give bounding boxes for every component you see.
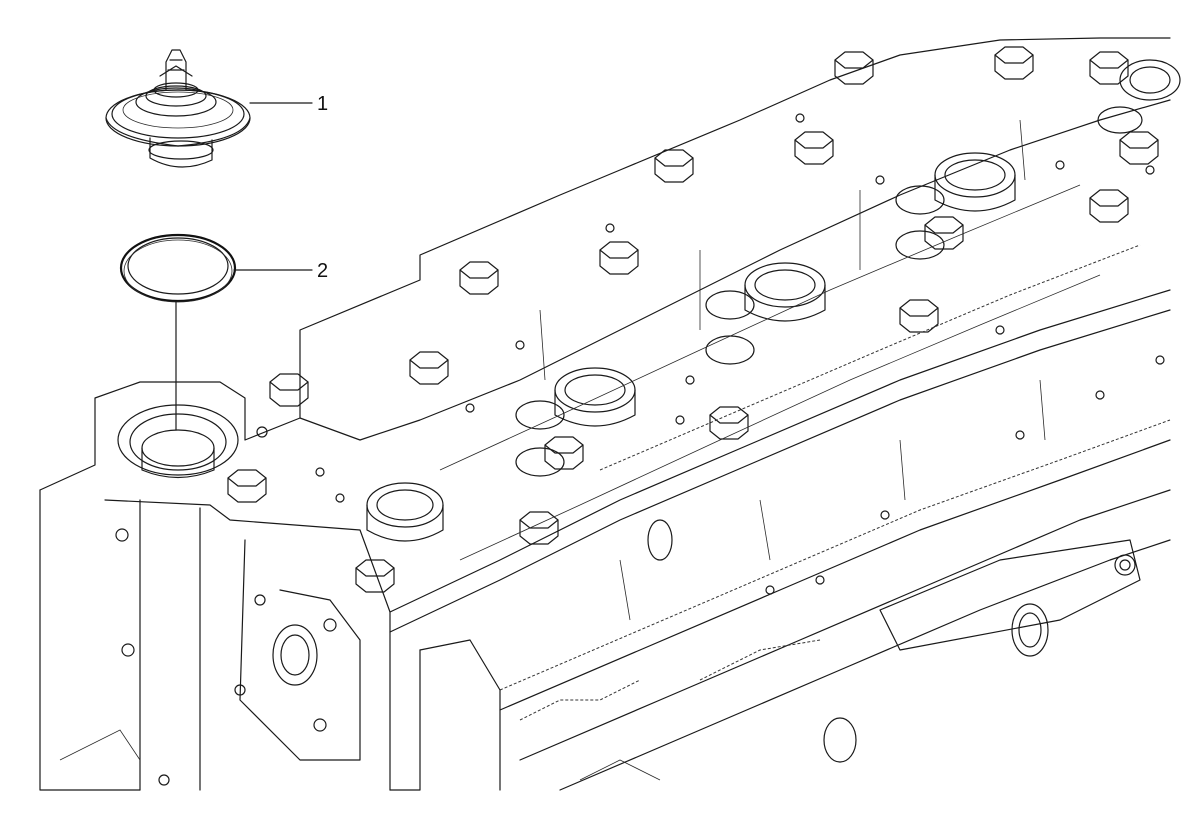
mounting-holes xyxy=(115,113,1165,786)
bolt-heads xyxy=(227,46,1159,593)
casting-detail-lines xyxy=(59,119,1141,781)
seal-ring-part xyxy=(119,233,237,303)
callout-number-1: 1 xyxy=(317,93,328,115)
callout-number-2: 2 xyxy=(317,260,328,282)
cylinder-head-assembly xyxy=(39,37,1171,791)
injector-boss-row xyxy=(366,59,1181,542)
thermostat-part xyxy=(105,49,251,168)
